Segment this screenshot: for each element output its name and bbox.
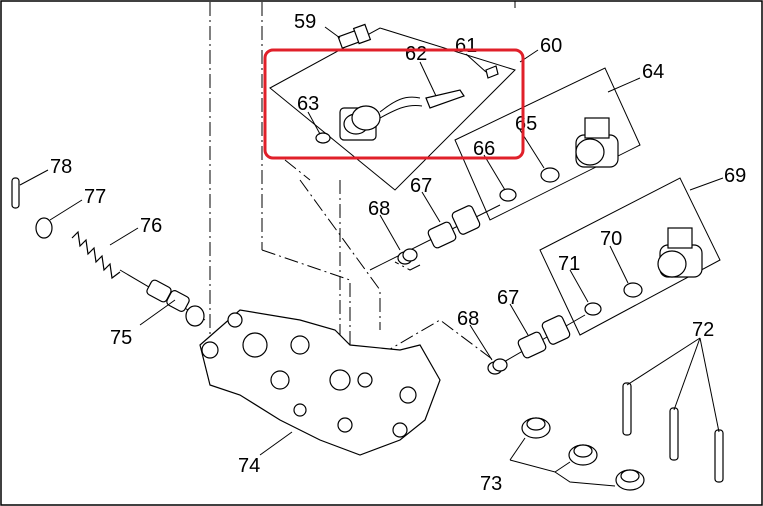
label-74: 74: [238, 455, 260, 477]
label-67-lower: 67: [497, 287, 519, 309]
part-group-69: [539, 177, 721, 336]
label-70: 70: [600, 228, 622, 250]
label-68-upper: 68: [368, 198, 390, 220]
pins-72: [622, 337, 724, 483]
label-77: 77: [84, 186, 106, 208]
part-group-60: [269, 27, 516, 191]
label-68-lower: 68: [457, 308, 479, 330]
highlight-box: [263, 48, 525, 160]
label-76: 76: [140, 215, 162, 237]
o-ring-63: [315, 132, 331, 144]
solenoid-62: [339, 96, 423, 141]
solenoid-70: [657, 227, 703, 278]
label-71: 71: [558, 253, 580, 275]
label-63: 63: [297, 93, 319, 115]
leader-lines: [19, 26, 724, 456]
guide-lines: [209, 2, 501, 380]
part-group-64: [454, 67, 641, 221]
spring-76: [71, 230, 121, 280]
plug-77: [35, 217, 53, 239]
check-valves-73: [509, 417, 645, 491]
solenoid-65: [575, 117, 619, 168]
label-67-upper: 67: [410, 175, 432, 197]
label-64: 64: [642, 61, 664, 83]
o-ring-71: [584, 302, 602, 316]
spring-68-upper: [397, 248, 418, 265]
label-75: 75: [110, 327, 132, 349]
valve-body-74: [199, 309, 441, 456]
valve-67-lower: [489, 314, 586, 371]
bolt-59: [337, 23, 372, 49]
label-73: 73: [480, 473, 502, 495]
label-66: 66: [473, 138, 495, 160]
label-62: 62: [405, 43, 427, 65]
spring-68-lower: [487, 358, 508, 375]
label-69: 69: [724, 165, 746, 187]
label-72: 72: [692, 319, 714, 341]
label-78: 78: [50, 156, 72, 178]
connector-61: [425, 65, 499, 109]
label-60: 60: [540, 35, 562, 57]
valve-67-upper: [369, 204, 501, 271]
label-59: 59: [294, 11, 316, 33]
label-61: 61: [455, 35, 477, 57]
valve-75: [119, 269, 206, 327]
o-ring-66: [499, 188, 517, 202]
pin-78: [11, 177, 20, 209]
o-ring-70: [623, 282, 643, 298]
o-ring-65: [540, 167, 560, 183]
label-65: 65: [515, 113, 537, 135]
